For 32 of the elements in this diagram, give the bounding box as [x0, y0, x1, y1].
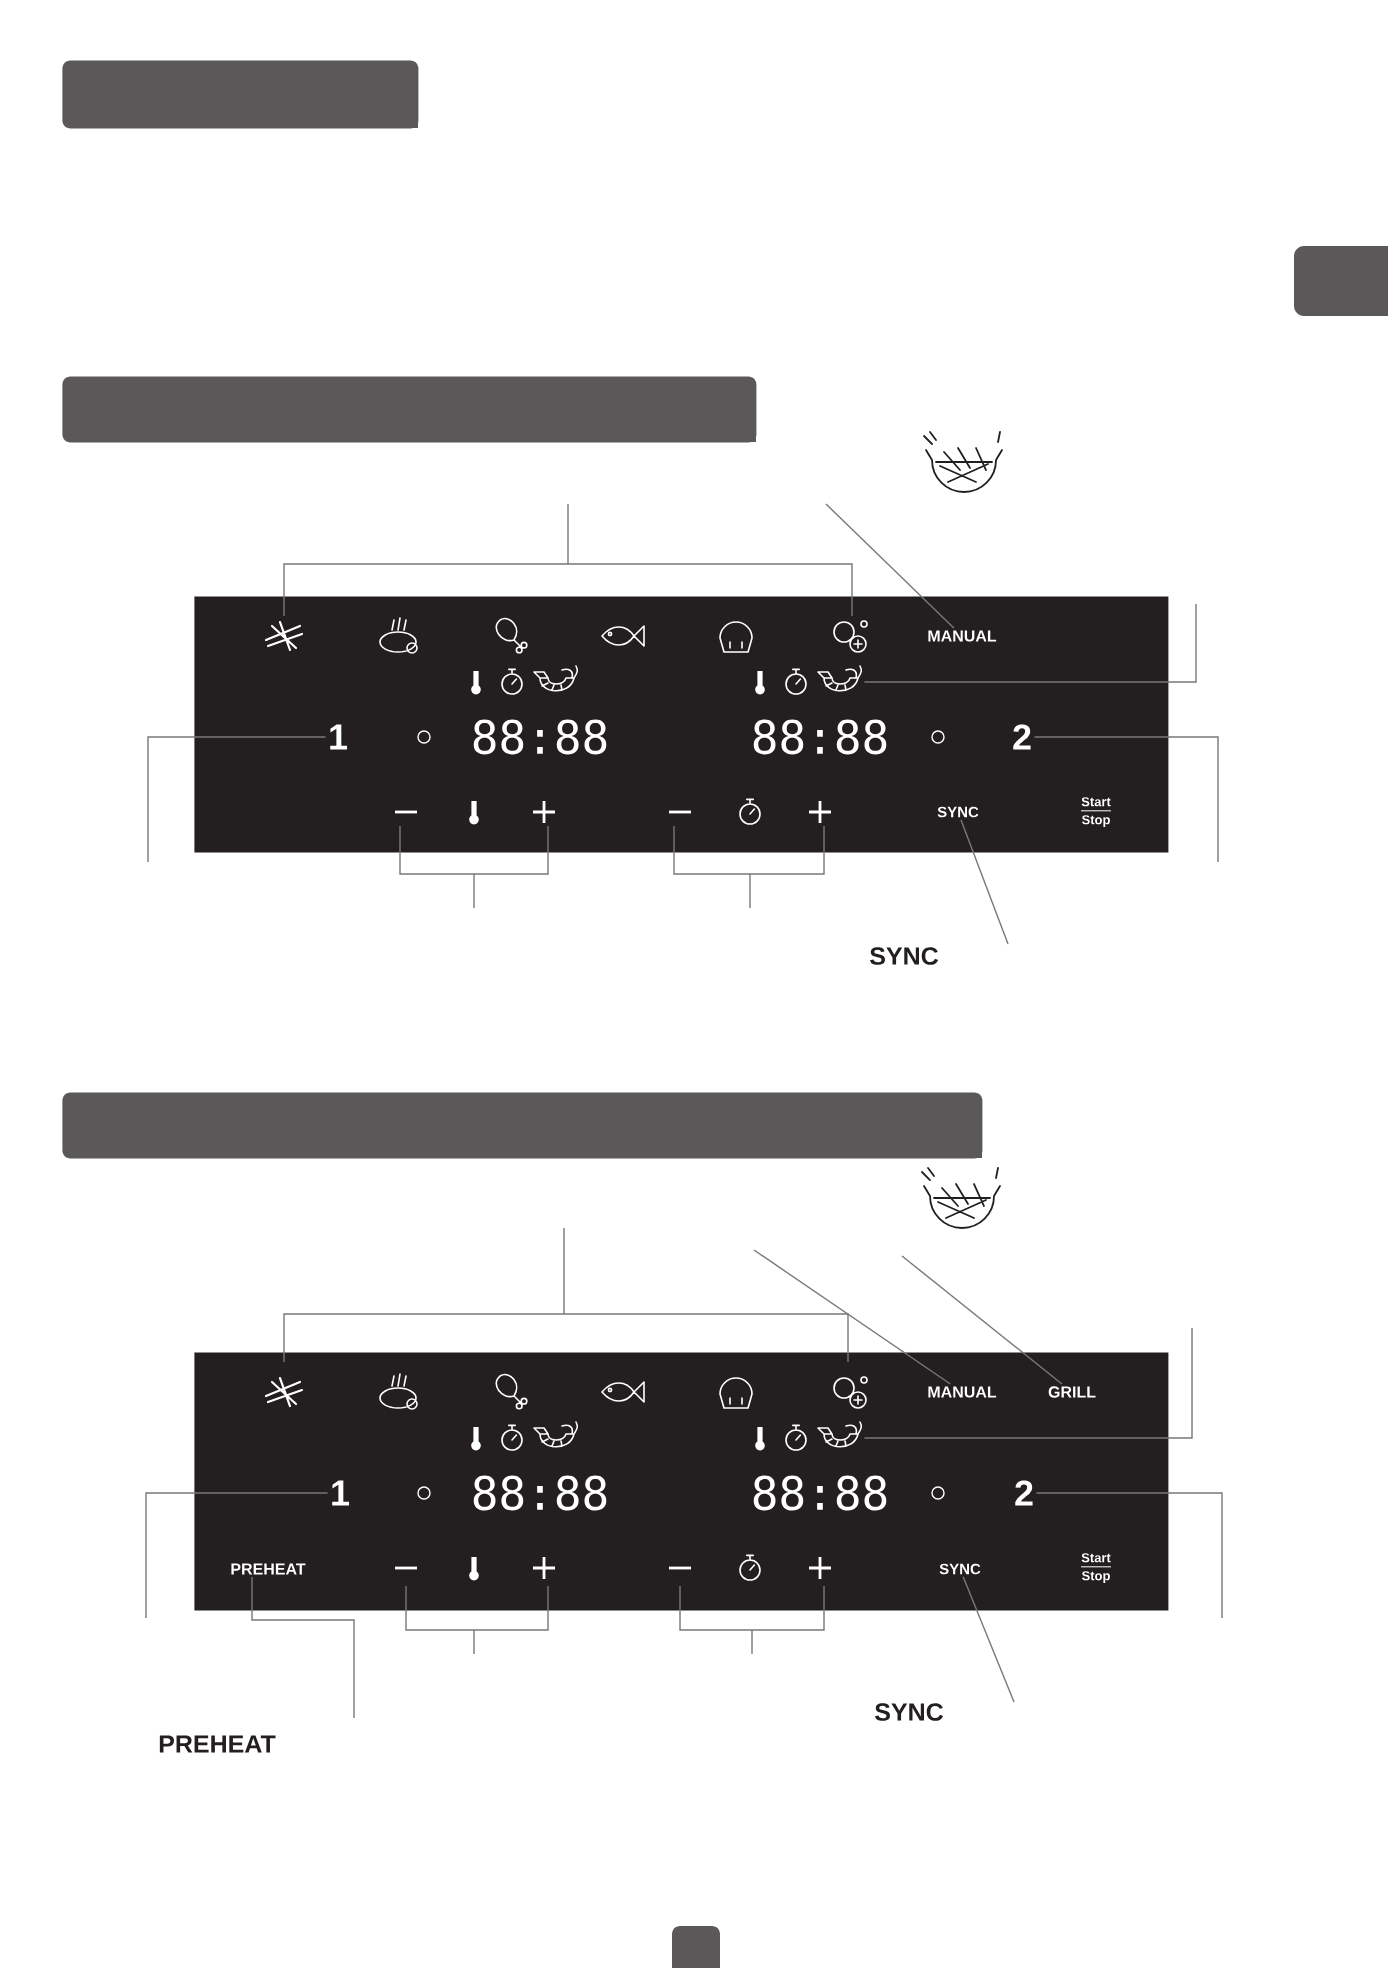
keyword-label: PREHEAT: [159, 1735, 276, 1753]
leader-line: [1035, 1492, 1223, 1619]
button-label: PREHEAT: [231, 1563, 306, 1575]
leader-line: [960, 819, 1009, 945]
shrimp-icon: [817, 1421, 863, 1448]
leader-line: [863, 603, 1197, 683]
button-label: MANUAL: [928, 1386, 997, 1398]
heading-bar: [62, 376, 757, 443]
time-display: 88:88: [473, 719, 607, 755]
heading-bar: [62, 60, 419, 129]
leader-line: [145, 1492, 329, 1619]
shrimp-icon: [817, 665, 863, 692]
leader-line: [901, 1255, 1063, 1385]
leader-line: [251, 1576, 355, 1719]
leader-line: [1033, 736, 1219, 863]
time-display: 88:88: [753, 719, 887, 755]
leader-line: [962, 1576, 1015, 1703]
button-label: GRILL: [1048, 1386, 1096, 1398]
heading-bar: [62, 1092, 983, 1159]
keyword-label: SYNC: [875, 1703, 944, 1721]
button-label: MANUAL: [928, 630, 997, 642]
keyword-label: SYNC: [870, 947, 939, 965]
time-display: 88:88: [753, 1475, 887, 1511]
leader-line: [863, 1327, 1193, 1439]
leader-line: [147, 736, 327, 863]
zone-number: 1: [332, 1480, 350, 1506]
zone-number: 1: [330, 724, 348, 750]
leader-line: [825, 503, 955, 629]
time-display: 88:88: [473, 1475, 607, 1511]
leader-line: [753, 1249, 952, 1385]
zone-number: 2: [1013, 724, 1031, 750]
zone-number: 2: [1015, 1480, 1033, 1506]
